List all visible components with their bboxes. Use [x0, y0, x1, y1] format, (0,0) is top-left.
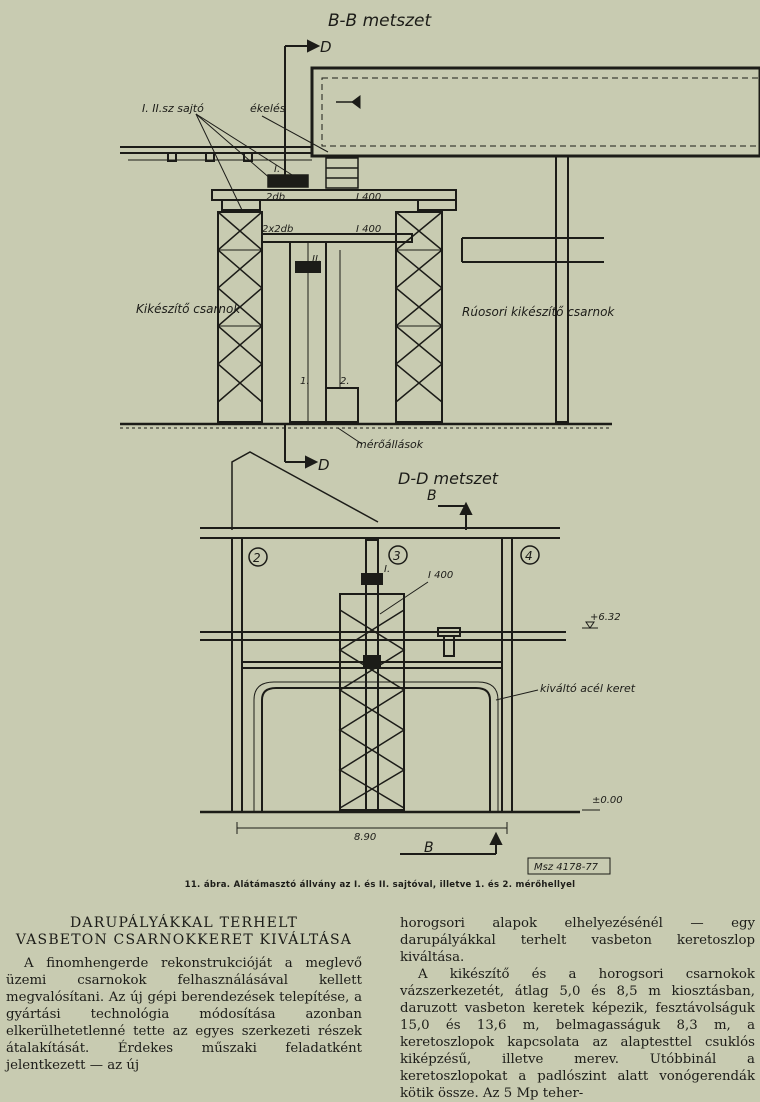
- label-jacks: I. II.sz sajtó: [142, 102, 204, 115]
- slope-outline: [231, 451, 379, 530]
- figure-caption: 11. ábra. Alátámasztó állvány az I. és I…: [184, 880, 576, 890]
- section-dd-title: D-D metszet: [398, 469, 499, 488]
- column-2: [231, 537, 243, 813]
- col-2-number: 2: [253, 551, 261, 565]
- label-d-bottom: D: [318, 456, 330, 474]
- leader-lines-top: [195, 113, 329, 211]
- col-3-marker: [388, 545, 408, 565]
- ground-line-bb: [120, 422, 612, 429]
- label-i400-mid: I 400: [356, 224, 381, 235]
- cross-beam-mid: [261, 233, 413, 243]
- beam-top-dd: [200, 527, 560, 539]
- article-heading: DARUPÁLYÁKKAL TERHELT VASBETON CSARNOKKE…: [6, 915, 362, 949]
- section-bb-title: B-B metszet: [328, 11, 432, 31]
- label-i400-dd: I 400: [428, 570, 453, 581]
- label-kikeszito: Kikészítő csarnok: [136, 302, 241, 316]
- leader-kivalto: [495, 689, 539, 701]
- label-ruosori: Rúosori kikészítő csarnok: [462, 305, 615, 319]
- column-4: [501, 537, 513, 813]
- crane-beam-left: [120, 146, 312, 162]
- article-heading-line2: VASBETON CSARNOKKERET KIVÁLTÁSA: [15, 932, 353, 948]
- cut-line-b-top: [438, 501, 473, 530]
- label-2db: 2db: [266, 192, 285, 203]
- technical-drawing: B-B metszet D I. II.sz sajtó ékelés I. 2…: [120, 11, 760, 875]
- level-632: +6.32: [590, 612, 621, 623]
- label-2x2db: 2x2db: [262, 224, 293, 235]
- label-1-small: 1.: [300, 376, 310, 387]
- article-paragraph-3: A kikészítő és a horogsori csarnokok váz…: [400, 967, 755, 1101]
- cut-line-d-bottom: [284, 424, 319, 469]
- article-column-right: horogsori alapok elhelyezésénél — egy da…: [400, 915, 755, 1102]
- cut-line-b-bottom: [400, 831, 503, 855]
- ref-box: [527, 857, 611, 875]
- col-4-marker: [520, 545, 540, 565]
- dimension-890: [236, 822, 508, 834]
- jack-stack-upper: [267, 157, 359, 189]
- leader-merohelyek: [337, 427, 363, 445]
- column-center-bb: [289, 241, 359, 423]
- label-wedging: ékelés: [250, 102, 286, 115]
- leader-i400-dd: [379, 581, 429, 615]
- ref-number: Msz 4178-77: [534, 862, 599, 873]
- label-b-bottom: B: [424, 840, 434, 856]
- label-i400-top: I 400: [356, 192, 381, 203]
- label-i-small: I.: [274, 164, 280, 175]
- crane-girder-box: [310, 66, 760, 158]
- label-b-top: B: [427, 488, 437, 504]
- scaffold-tower-right: [394, 211, 444, 423]
- label-kivalto: kiváltó acél keret: [540, 682, 636, 695]
- article-paragraph-1: A finomhengerde rekonstrukcióját a megle…: [6, 956, 362, 1073]
- beams-mid-dd: [200, 627, 566, 669]
- label-i-small-dd: I.: [384, 564, 390, 575]
- label-merohelyek: mérőállások: [356, 438, 424, 451]
- level-632-marker: [582, 621, 598, 629]
- article-column-left: DARUPÁLYÁKKAL TERHELT VASBETON CSARNOKKE…: [6, 915, 362, 1074]
- level-000: ±0.00: [592, 795, 623, 806]
- label-d-top: D: [320, 38, 332, 56]
- col-3-number: 3: [393, 549, 401, 563]
- label-kikeszito-text: Kikészítő csarnok: [136, 302, 241, 316]
- label-ruosori-text: Rúosori kikészítő csarnok: [462, 305, 615, 319]
- col-2-marker: [248, 547, 268, 567]
- label-ii-small: II.: [312, 254, 321, 265]
- label-2-small: 2.: [340, 376, 350, 387]
- article-paragraph-2: horogsori alapok elhelyezésénél — egy da…: [400, 916, 755, 965]
- scaffold-tower-left: [216, 211, 264, 423]
- cross-beam-top: [211, 189, 457, 211]
- steel-frame: [261, 687, 491, 812]
- cut-line-d-top: [284, 39, 321, 180]
- steel-frame-outer: [253, 681, 499, 812]
- article-heading-line1: DARUPÁLYÁKKAL TERHELT: [69, 915, 298, 931]
- column-right-bb: [461, 155, 604, 423]
- col-4-number: 4: [525, 549, 533, 563]
- scaffold-tower-dd: [338, 539, 406, 811]
- dim-890-text: 8.90: [354, 832, 376, 843]
